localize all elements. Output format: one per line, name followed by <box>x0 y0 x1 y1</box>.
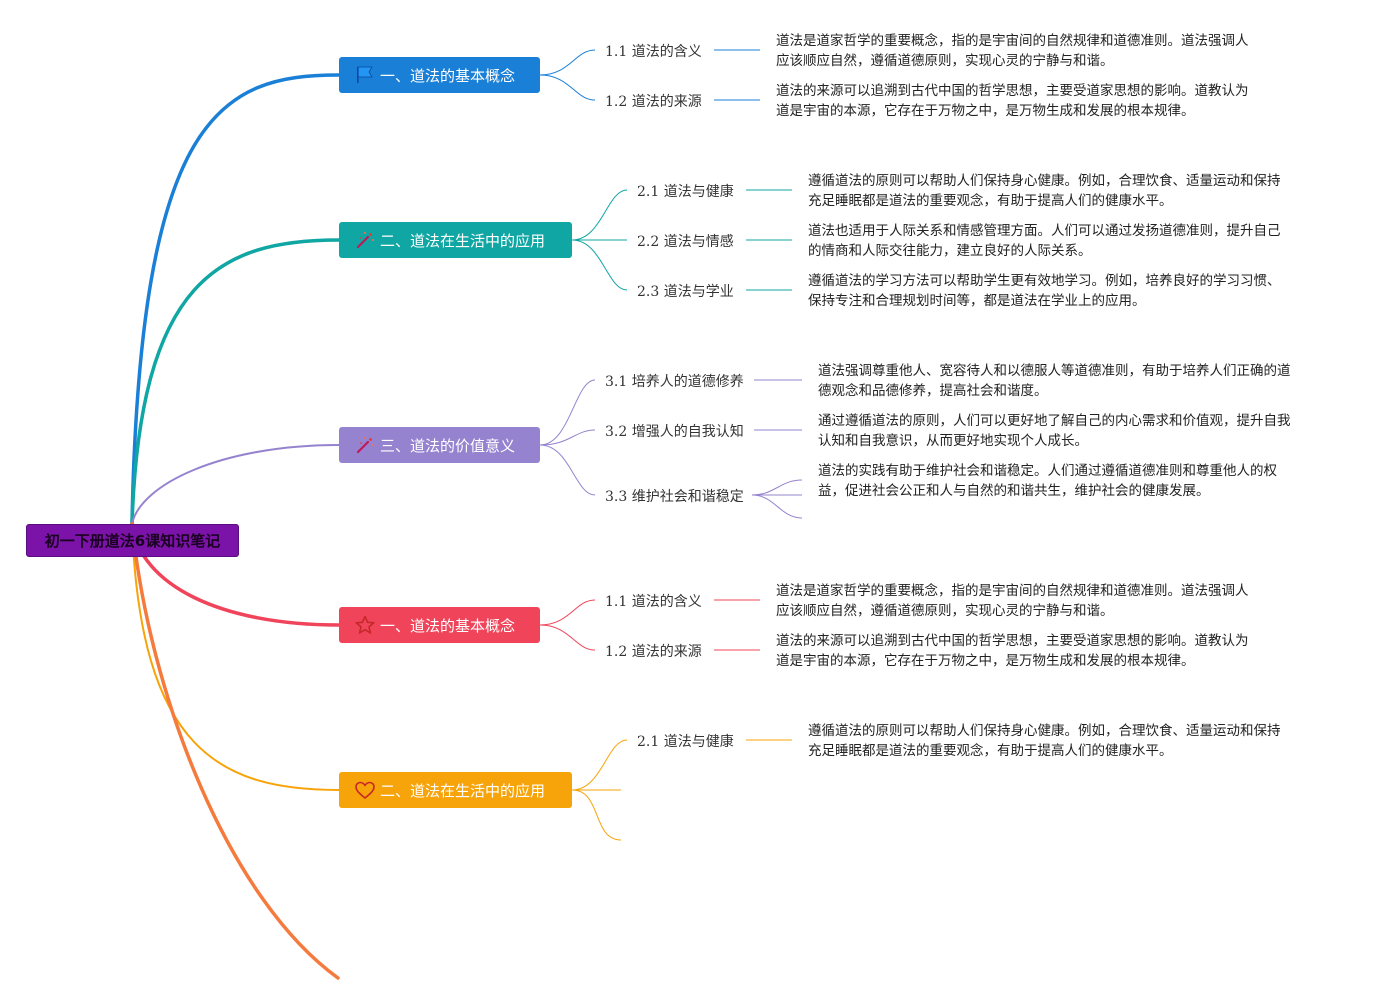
branch-node-4[interactable]: 一、道法的基本概念 <box>339 607 540 643</box>
desc-line: 遵循道法的学习方法可以帮助学生更有效地学习。例如，培养良好的学习习惯、 <box>808 273 1281 289</box>
sub-node-3-3[interactable]: 3.3 维护社会和谐稳定 <box>605 489 744 505</box>
desc-line: 充足睡眠都是道法的重要观念，有助于提高人们的健康水平。 <box>808 193 1173 209</box>
sub-node-2-1[interactable]: 2.1 道法与健康 <box>637 184 734 200</box>
desc-line: 道法的来源可以追溯到古代中国的哲学思想，主要受道家思想的影响。道教认为 <box>776 633 1249 649</box>
sub-link-4-1 <box>539 599 596 626</box>
desc-node-3-3: 道法的实践有助于维护社会和谐稳定。人们通过遵循道德准则和尊重他人的权益，促进社会… <box>818 461 1277 501</box>
sub-node-1-1[interactable]: 1.1 道法的含义 <box>605 44 702 60</box>
desc-line: 应该顺应自然，遵循道德原则，实现心灵的宁静与和谐。 <box>776 53 1114 69</box>
sub-link-4-2 <box>539 624 596 651</box>
desc-line: 认知和自我意识，从而更好地实现个人成长。 <box>818 433 1088 449</box>
sub-node-4-1[interactable]: 1.1 道法的含义 <box>605 594 702 610</box>
sub-link-3-3 <box>539 444 596 496</box>
desc-line: 道法是道家哲学的重要概念，指的是宇宙间的自然规律和道德准则。道法强调人 <box>776 583 1249 599</box>
desc-line: 遵循道法的原则可以帮助人们保持身心健康。例如，合理饮食、适量运动和保持 <box>808 173 1281 189</box>
desc-line: 道法的实践有助于维护社会和谐稳定。人们通过遵循道德准则和尊重他人的权 <box>818 463 1277 479</box>
branch-icon-wrap <box>353 64 377 86</box>
sub-node-3-2[interactable]: 3.2 增强人的自我认知 <box>605 424 744 440</box>
desc-line: 道是宇宙的本源，它存在于万物之中，是万物生成和发展的根本规律。 <box>776 103 1195 119</box>
root-link-2 <box>130 238 341 526</box>
desc-line: 道是宇宙的本源，它存在于万物之中，是万物生成和发展的根本规律。 <box>776 653 1195 669</box>
heart-icon <box>355 781 375 800</box>
branch-node-5[interactable]: 二、道法在生活中的应用 <box>339 772 572 808</box>
sub-node-2-3[interactable]: 2.3 道法与学业 <box>637 284 734 300</box>
branch-icon-wrap <box>353 229 377 251</box>
desc-line: 道法是道家哲学的重要概念，指的是宇宙间的自然规律和道德准则。道法强调人 <box>776 33 1249 49</box>
branch-node-3[interactable]: 三、道法的价值意义 <box>339 427 540 463</box>
sub-stub-5-3 <box>571 789 622 841</box>
root-link-tail <box>130 522 340 980</box>
desc-line: 道法也适用于人际关系和情感管理方面。人们可以通过发扬道德准则，提升自己 <box>808 223 1281 239</box>
sub-link-2-1 <box>571 189 628 241</box>
magic-wand-icon <box>356 437 374 454</box>
sub-link-2-3 <box>571 239 628 291</box>
desc-node-5-1: 遵循道法的原则可以帮助人们保持身心健康。例如，合理饮食、适量运动和保持充足睡眠都… <box>808 721 1281 761</box>
desc-node-2-1: 遵循道法的原则可以帮助人们保持身心健康。例如，合理饮食、适量运动和保持充足睡眠都… <box>808 171 1281 211</box>
sub-node-1-2[interactable]: 1.2 道法的来源 <box>605 94 702 110</box>
sub-node-3-1[interactable]: 3.1 培养人的道德修养 <box>605 374 744 390</box>
desc-fork-3-3a <box>751 479 803 496</box>
desc-node-4-1: 道法是道家哲学的重要概念，指的是宇宙间的自然规律和道德准则。道法强调人应该顺应自… <box>776 581 1249 621</box>
branch-label: 二、道法在生活中的应用 <box>380 231 546 250</box>
desc-line: 充足睡眠都是道法的重要观念，有助于提高人们的健康水平。 <box>808 743 1173 759</box>
branch-icon-wrap <box>353 779 377 801</box>
branch-label: 三、道法的价值意义 <box>380 436 516 455</box>
desc-line: 道法强调尊重他人、宽容待人和以德服人等道德准则，有助于培养人们正确的道 <box>818 363 1291 379</box>
branch-node-1[interactable]: 一、道法的基本概念 <box>339 57 540 93</box>
magic-wand-icon <box>356 232 374 249</box>
desc-line: 德观念和品德修养，提高社会和谐度。 <box>818 383 1048 399</box>
desc-node-1-1: 道法是道家哲学的重要概念，指的是宇宙间的自然规律和道德准则。道法强调人应该顺应自… <box>776 31 1249 71</box>
branch-node-2[interactable]: 二、道法在生活中的应用 <box>339 222 572 258</box>
sub-node-5-1[interactable]: 2.1 道法与健康 <box>637 734 734 750</box>
desc-line: 保持专注和合理规划时间等，都是道法在学业上的应用。 <box>808 293 1146 309</box>
sub-link-3-2 <box>539 429 596 446</box>
flag-icon <box>357 66 373 83</box>
desc-node-2-3: 遵循道法的学习方法可以帮助学生更有效地学习。例如，培养良好的学习习惯、保持专注和… <box>808 271 1281 311</box>
sub-link-5-1 <box>571 739 628 791</box>
desc-node-1-2: 道法的来源可以追溯到古代中国的哲学思想，主要受道家思想的影响。道教认为道是宇宙的… <box>776 81 1249 121</box>
desc-node-3-2: 通过遵循道法的原则，人们可以更好地了解自己的内心需求和价值观，提升自我认知和自我… <box>818 411 1291 451</box>
desc-node-4-2: 道法的来源可以追溯到古代中国的哲学思想，主要受道家思想的影响。道教认为道是宇宙的… <box>776 631 1249 671</box>
sub-node-2-2[interactable]: 2.2 道法与情感 <box>637 234 734 250</box>
root-title: 初一下册道法6课知识笔记 <box>44 532 221 550</box>
desc-node-3-1: 道法强调尊重他人、宽容待人和以德服人等道德准则，有助于培养人们正确的道德观念和品… <box>818 361 1291 401</box>
sub-link-3-1 <box>539 379 596 446</box>
root-node[interactable]: 初一下册道法6课知识笔记 <box>26 524 239 557</box>
sub-link-1-2 <box>539 74 596 101</box>
branch-icon-wrap <box>353 434 377 456</box>
desc-line: 益，促进社会公正和人与自然的和谐共生，维护社会的健康发展。 <box>818 483 1210 499</box>
desc-line: 道法的来源可以追溯到古代中国的哲学思想，主要受道家思想的影响。道教认为 <box>776 83 1249 99</box>
branch-label: 二、道法在生活中的应用 <box>380 781 546 800</box>
root-link-5 <box>131 523 340 791</box>
desc-fork-3-3b <box>751 494 803 519</box>
branch-icon-wrap <box>353 614 377 636</box>
sub-node-4-2[interactable]: 1.2 道法的来源 <box>605 644 702 660</box>
branch-label: 一、道法的基本概念 <box>380 616 516 635</box>
root-link-3 <box>131 444 340 525</box>
desc-line: 的情商和人际交往能力，建立良好的人际关系。 <box>808 243 1092 259</box>
desc-line: 应该顺应自然，遵循道德原则，实现心灵的宁静与和谐。 <box>776 603 1114 619</box>
star-icon <box>355 615 375 634</box>
desc-line: 遵循道法的原则可以帮助人们保持身心健康。例如，合理饮食、适量运动和保持 <box>808 723 1281 739</box>
desc-node-2-2: 道法也适用于人际关系和情感管理方面。人们可以通过发扬道德准则，提升自己的情商和人… <box>808 221 1281 261</box>
branch-label: 一、道法的基本概念 <box>380 66 516 85</box>
desc-line: 通过遵循道法的原则，人们可以更好地了解自己的内心需求和价值观，提升自我 <box>818 413 1291 429</box>
root-link-1 <box>130 73 341 526</box>
sub-link-1-1 <box>539 49 596 76</box>
